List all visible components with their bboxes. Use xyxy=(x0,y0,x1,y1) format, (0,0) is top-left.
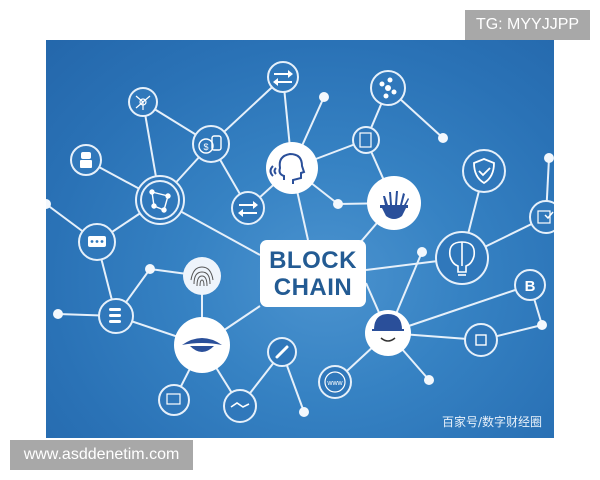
www-globe-icon xyxy=(318,365,352,399)
svg-text:$: $ xyxy=(203,142,208,152)
handshake-icon xyxy=(223,389,257,423)
presentation-chart-icon xyxy=(158,384,190,416)
cpu-chip-icon xyxy=(464,323,498,357)
network-lines: B $ xyxy=(46,61,554,423)
title-line-1: BLOCK xyxy=(269,246,357,274)
hand-icon xyxy=(367,176,421,230)
blockchain-title-box: BLOCK CHAIN xyxy=(260,240,366,307)
eye-icon xyxy=(174,317,230,373)
blockchain-illustration: B $ xyxy=(46,40,554,438)
shield-check-icon xyxy=(462,149,506,193)
watermark-bottom: www.asddenetim.com xyxy=(10,440,193,470)
title-line-2: CHAIN xyxy=(273,273,353,301)
svg-text:B: B xyxy=(525,278,536,295)
document-check-icon xyxy=(529,200,554,234)
data-transfer-icon xyxy=(231,191,265,225)
data-transfer-icon xyxy=(267,61,299,93)
documents-icon xyxy=(352,126,380,154)
image-credit: 百家号/数字财经圈 xyxy=(441,415,542,429)
bitcoin-icon xyxy=(514,269,546,301)
coins-dollar-icon xyxy=(192,125,230,163)
watermark-top: TG: MYYJJPP xyxy=(465,10,590,40)
svg-text:www: www xyxy=(326,380,343,387)
speaking-head-icon xyxy=(266,142,318,194)
